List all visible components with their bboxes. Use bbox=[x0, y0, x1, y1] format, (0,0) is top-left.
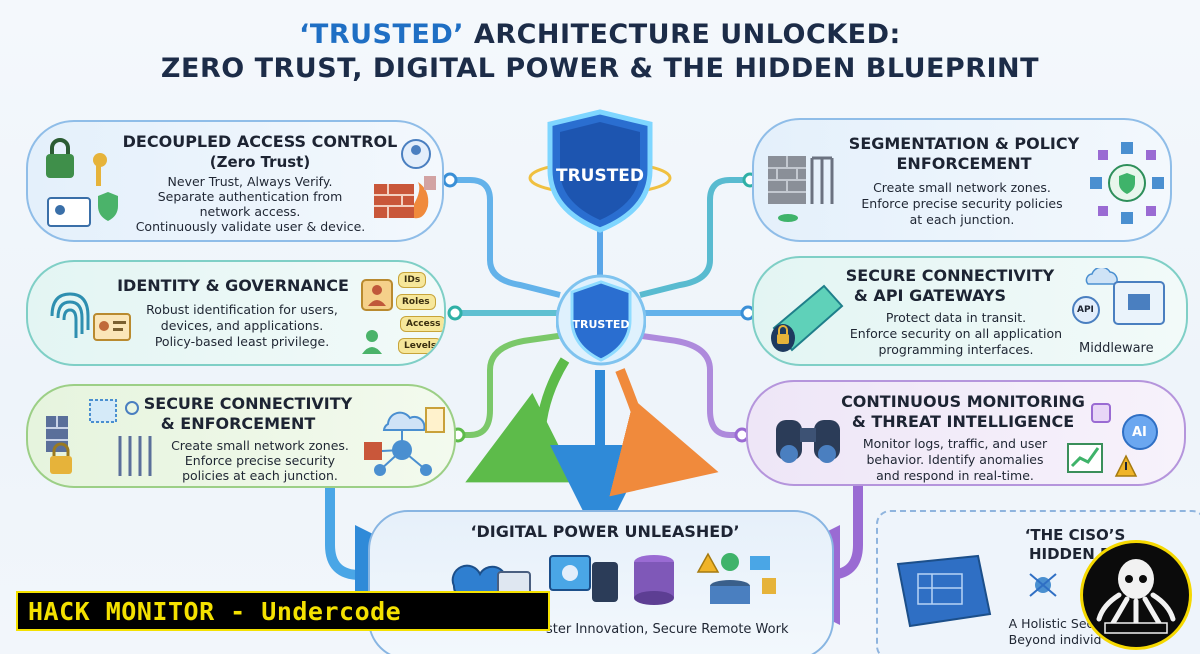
card-identity-title: IDENTITY & GOVERNANCE bbox=[117, 276, 349, 295]
shield-center-label: TRUSTED bbox=[573, 318, 630, 331]
card-segmentation: SEGMENTATION & POLICY ENFORCEMENT Create… bbox=[752, 118, 1172, 242]
card-decoupled-text-4: Continuously validate user & device. bbox=[135, 219, 366, 234]
encrypted-tunnel-icon bbox=[771, 284, 844, 352]
card-ciso-title-1: ‘THE CISO’S bbox=[1024, 526, 1126, 544]
network-globe-icon bbox=[1029, 573, 1057, 597]
shield-top-label: TRUSTED bbox=[556, 166, 644, 186]
card-ciso-text-2: Beyond individ bbox=[1008, 632, 1102, 647]
policy-network-icon bbox=[1090, 142, 1164, 224]
card-api-text-2: Enforce security on all application bbox=[849, 326, 1063, 341]
title-line2: ZERO TRUST, DIGITAL POWER & THE HIDDEN B… bbox=[160, 53, 1040, 84]
id-card-icon bbox=[93, 313, 131, 341]
api-gateway-icon bbox=[1072, 268, 1165, 325]
blueprint-icon bbox=[896, 554, 992, 628]
card-digital-title: ‘DIGITAL POWER UNLEASHED’ bbox=[470, 522, 740, 541]
card-identity-text-3: Policy-based least privilege. bbox=[154, 334, 330, 349]
page-title: ‘TRUSTED’ ARCHITECTURE UNLOCKED: ZERO TR… bbox=[0, 18, 1200, 86]
firewall-lock-icon bbox=[46, 399, 152, 476]
card-api-gateways: SECURE CONNECTIVITY & API GATEWAYS Prote… bbox=[752, 256, 1188, 366]
ai-analytics-icon bbox=[1067, 403, 1158, 477]
tag-ids: IDs bbox=[398, 272, 427, 288]
trusted-shield-top: TRUSTED bbox=[528, 109, 672, 233]
card-digital-text: ster Innovation, Secure Remote Work bbox=[546, 622, 789, 637]
card-monitoring-title-2: & THREAT INTELLIGENCE bbox=[851, 412, 1075, 431]
card-identity-text-1: Robust identification for users, bbox=[146, 302, 338, 317]
ai-label: AI bbox=[1132, 425, 1147, 440]
card-segmentation-title-2: ENFORCEMENT bbox=[896, 154, 1032, 173]
binoculars-icon bbox=[776, 420, 840, 463]
card-decoupled-text-2: Separate authentication from bbox=[157, 189, 343, 204]
card-segmentation-text-2: Enforce precise security policies bbox=[861, 196, 1063, 211]
card-segmentation-title-1: SEGMENTATION & POLICY bbox=[848, 134, 1080, 153]
card-monitoring-title-1: CONTINUOUS MONITORING bbox=[841, 392, 1085, 411]
trusted-shield-center: TRUSTED bbox=[556, 274, 646, 366]
card-segmentation-text-1: Create small network zones. bbox=[873, 180, 1051, 195]
card-api-text-3: programming interfaces. bbox=[878, 342, 1034, 357]
card-decoupled-text-3: network access. bbox=[199, 204, 301, 219]
middleware-label: Middleware bbox=[1079, 341, 1154, 356]
api-label: API bbox=[1077, 305, 1094, 315]
title-line1: ARCHITECTURE UNLOCKED: bbox=[464, 19, 901, 50]
card-segmentation-text-3: at each junction. bbox=[909, 212, 1015, 227]
tag-access: Access bbox=[400, 316, 444, 332]
octopus-icon bbox=[1096, 559, 1176, 634]
watermark-banner: HACK MONITOR - Undercode bbox=[16, 591, 550, 631]
card-api-title-2: & API GATEWAYS bbox=[853, 286, 1007, 305]
banner-text: HACK MONITOR - Undercode bbox=[28, 597, 402, 626]
card-secure-enforcement: SECURE CONNECTIVITY & ENFORCEMENT Create… bbox=[26, 384, 456, 488]
card-api-text-1: Protect data in transit. bbox=[885, 310, 1027, 325]
user-roles-icon bbox=[361, 279, 393, 354]
card-secure-enf-text-3: policies at each junction. bbox=[182, 468, 338, 483]
lock-key-id-icon bbox=[46, 138, 118, 227]
firewall-user-icon bbox=[374, 139, 436, 219]
tag-levels: Levels bbox=[398, 338, 443, 354]
octopus-logo bbox=[1080, 540, 1192, 650]
secure-data-icon bbox=[696, 552, 776, 604]
fingerprint-icon bbox=[50, 292, 90, 338]
card-decoupled-access: DECOUPLED ACCESS CONTROL (Zero Trust) Ne… bbox=[26, 120, 444, 242]
card-digital-power: ‘DIGITAL POWER UNLEASHED’ ster Innovatio… bbox=[368, 510, 834, 654]
card-secure-enf-text-2: Enforce precise security bbox=[184, 453, 336, 468]
card-monitoring-text-3: and respond in real-time. bbox=[876, 468, 1034, 483]
segmented-wall-icon bbox=[768, 156, 834, 222]
tag-roles: Roles bbox=[396, 294, 436, 310]
title-accent: ‘TRUSTED’ bbox=[299, 19, 465, 50]
card-decoupled-title-2: (Zero Trust) bbox=[209, 153, 311, 171]
card-api-title-1: SECURE CONNECTIVITY bbox=[845, 266, 1055, 285]
network-cloud-icon bbox=[364, 407, 445, 476]
card-monitoring-text-2: behavior. Identify anomalies bbox=[866, 452, 1044, 467]
card-decoupled-title-1: DECOUPLED ACCESS CONTROL bbox=[122, 132, 398, 151]
card-decoupled-text-1: Never Trust, Always Verify. bbox=[167, 174, 333, 189]
card-ciso-text-1: A Holistic Secu bbox=[1008, 616, 1102, 631]
card-secure-enf-title-1: SECURE CONNECTIVITY bbox=[143, 394, 353, 413]
card-identity-text-2: devices, and applications. bbox=[160, 318, 324, 333]
mobile-devices-icon bbox=[549, 555, 618, 602]
card-monitoring-text-1: Monitor logs, traffic, and user bbox=[862, 436, 1048, 451]
card-secure-enf-text-1: Create small network zones. bbox=[171, 438, 349, 453]
card-identity-governance: IDENTITY & GOVERNANCE Robust identificat… bbox=[26, 260, 446, 366]
card-secure-enf-title-2: & ENFORCEMENT bbox=[160, 414, 316, 433]
database-stack-icon bbox=[634, 555, 674, 605]
card-monitoring: CONTINUOUS MONITORING & THREAT INTELLIGE… bbox=[746, 380, 1186, 486]
